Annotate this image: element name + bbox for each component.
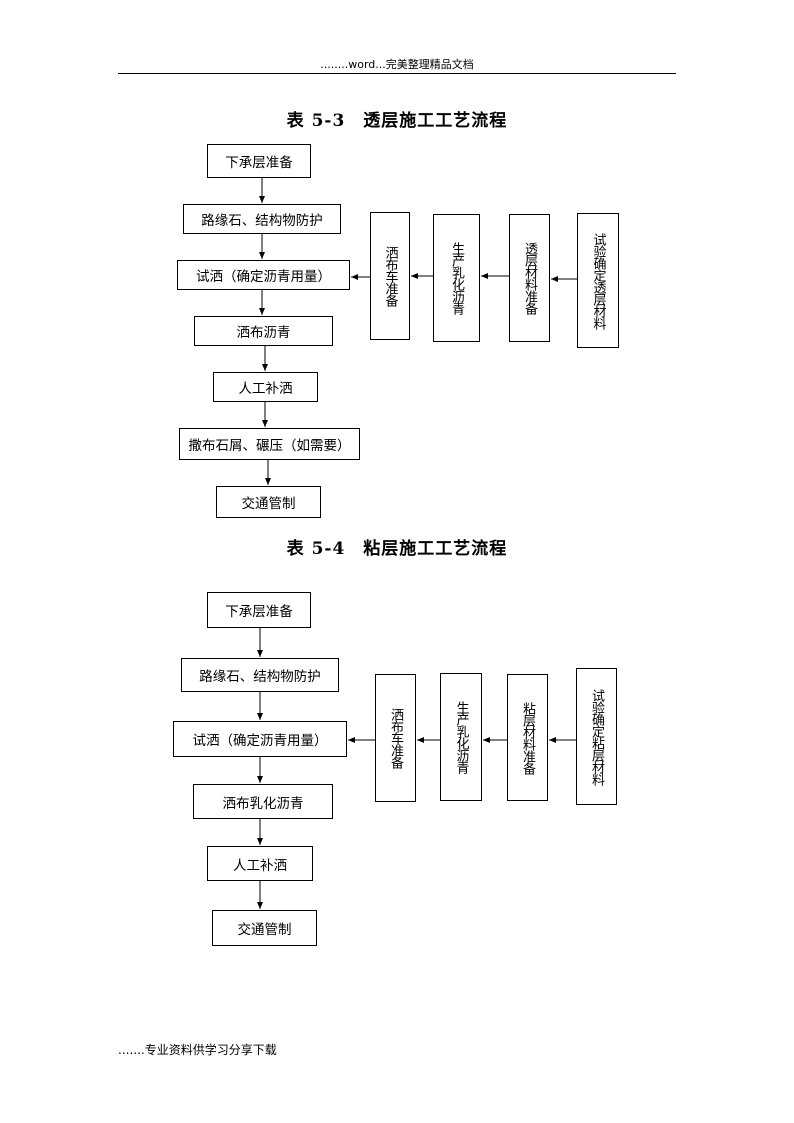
flow2-step-3: 试洒（确定沥青用量） (173, 721, 347, 757)
flow2-step-4: 洒布乳化沥青 (193, 784, 333, 819)
flow1-step-4: 洒布沥青 (194, 316, 333, 346)
flow2-side-step-2: 生产乳化沥青 (440, 673, 482, 801)
flow2-step-6: 交通管制 (212, 910, 317, 946)
flow2-side-step-4: 试验确定粘层材料 (576, 668, 617, 805)
flow2-side-step-2-label: 生产乳化沥青 (453, 701, 469, 773)
page-header: ........word...完美整理精品文档 (320, 58, 474, 71)
flow1-side-step-2: 生产乳化沥青 (433, 214, 480, 342)
flow1-side-step-3-label: 透层材料准备 (522, 242, 537, 314)
page-footer: .......专业资料供学习分享下载 (118, 1043, 277, 1057)
flow1-step-7: 交通管制 (216, 486, 321, 518)
flow2-side-step-3: 粘层材料准备 (507, 674, 548, 801)
flow1-side-step-4-label: 试验确定透层材料 (590, 232, 606, 329)
flow1-step-2: 路缘石、结构物防护 (183, 204, 341, 234)
flow2-side-step-1-label: 洒布车准备 (388, 708, 403, 768)
flow1-step-6: 撒布石屑、碾压（如需要） (179, 428, 360, 460)
flow2-step-5: 人工补洒 (207, 846, 313, 881)
flow1-step-1: 下承层准备 (207, 144, 311, 178)
header-divider (118, 73, 676, 74)
flow2-title: 表 5-4 粘层施工工艺流程 (286, 539, 508, 559)
flow1-title: 表 5-3 透层施工工艺流程 (286, 111, 508, 131)
flow2-side-step-3-label: 粘层材料准备 (520, 701, 535, 774)
flow2-step-1: 下承层准备 (207, 592, 311, 628)
flow1-side-step-3: 透层材料准备 (509, 214, 550, 342)
flow1-side-step-2-label: 生产乳化沥青 (449, 242, 464, 314)
flow1-step-3: 试洒（确定沥青用量） (177, 260, 350, 290)
flow2-step-2: 路缘石、结构物防护 (181, 658, 339, 692)
flow1-side-step-4: 试验确定透层材料 (577, 213, 619, 348)
flow1-step-5: 人工补洒 (213, 372, 318, 402)
flow2-side-step-4-label: 试验确定粘层材料 (589, 688, 604, 785)
flow1-side-step-1-label: 洒布车准备 (382, 246, 398, 306)
flow1-side-step-1: 洒布车准备 (370, 212, 410, 340)
flow2-side-step-1: 洒布车准备 (375, 674, 416, 802)
